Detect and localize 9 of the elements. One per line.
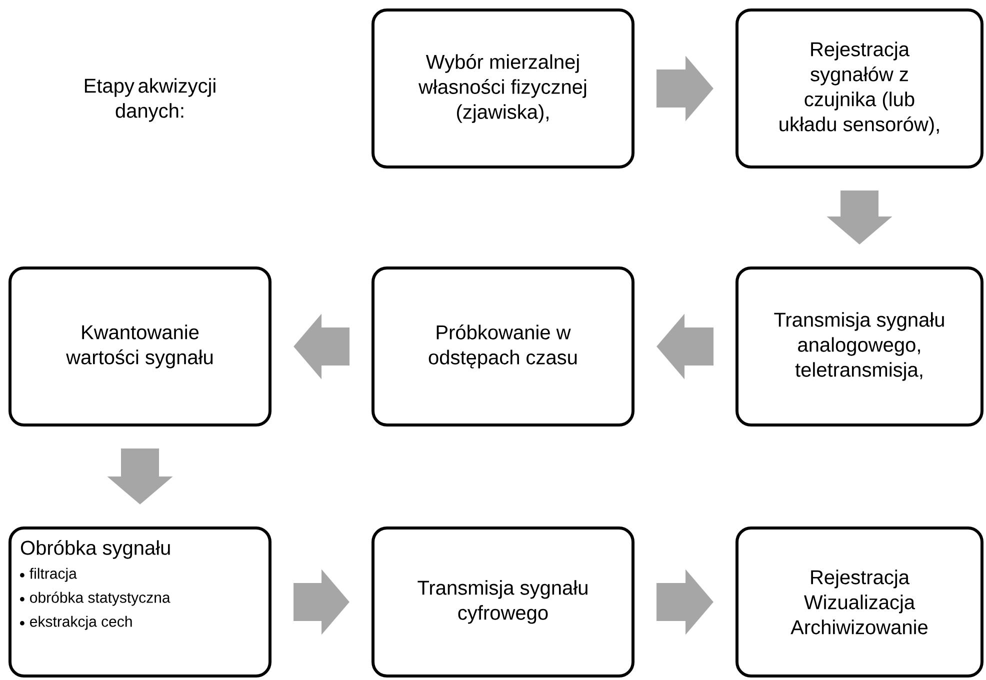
process-box: Transmisja sygnału analogowego, teletransmisja,	[736, 266, 984, 426]
process-box: Rejestracja sygnałów z czujnika (lub układu sensorów),	[736, 8, 984, 168]
process-box: Obróbka sygnału filtracja obróbka statystyczna ekstrakcja cech	[8, 526, 272, 678]
process-box: Wybór mierzalnej własności fizycznej (zjawiska),	[372, 8, 634, 168]
process-box: Rejestracja Wizualizacja Archiwizowanie	[736, 526, 984, 678]
process-box: Próbkowanie w odstępach czasu	[372, 266, 634, 426]
caption-text: Etapy akwizycji danych:	[84, 78, 216, 122]
process-box: Transmisja sygnału cyfrowego	[372, 526, 634, 678]
process-box: Kwantowanie wartości sygnału	[8, 266, 272, 426]
